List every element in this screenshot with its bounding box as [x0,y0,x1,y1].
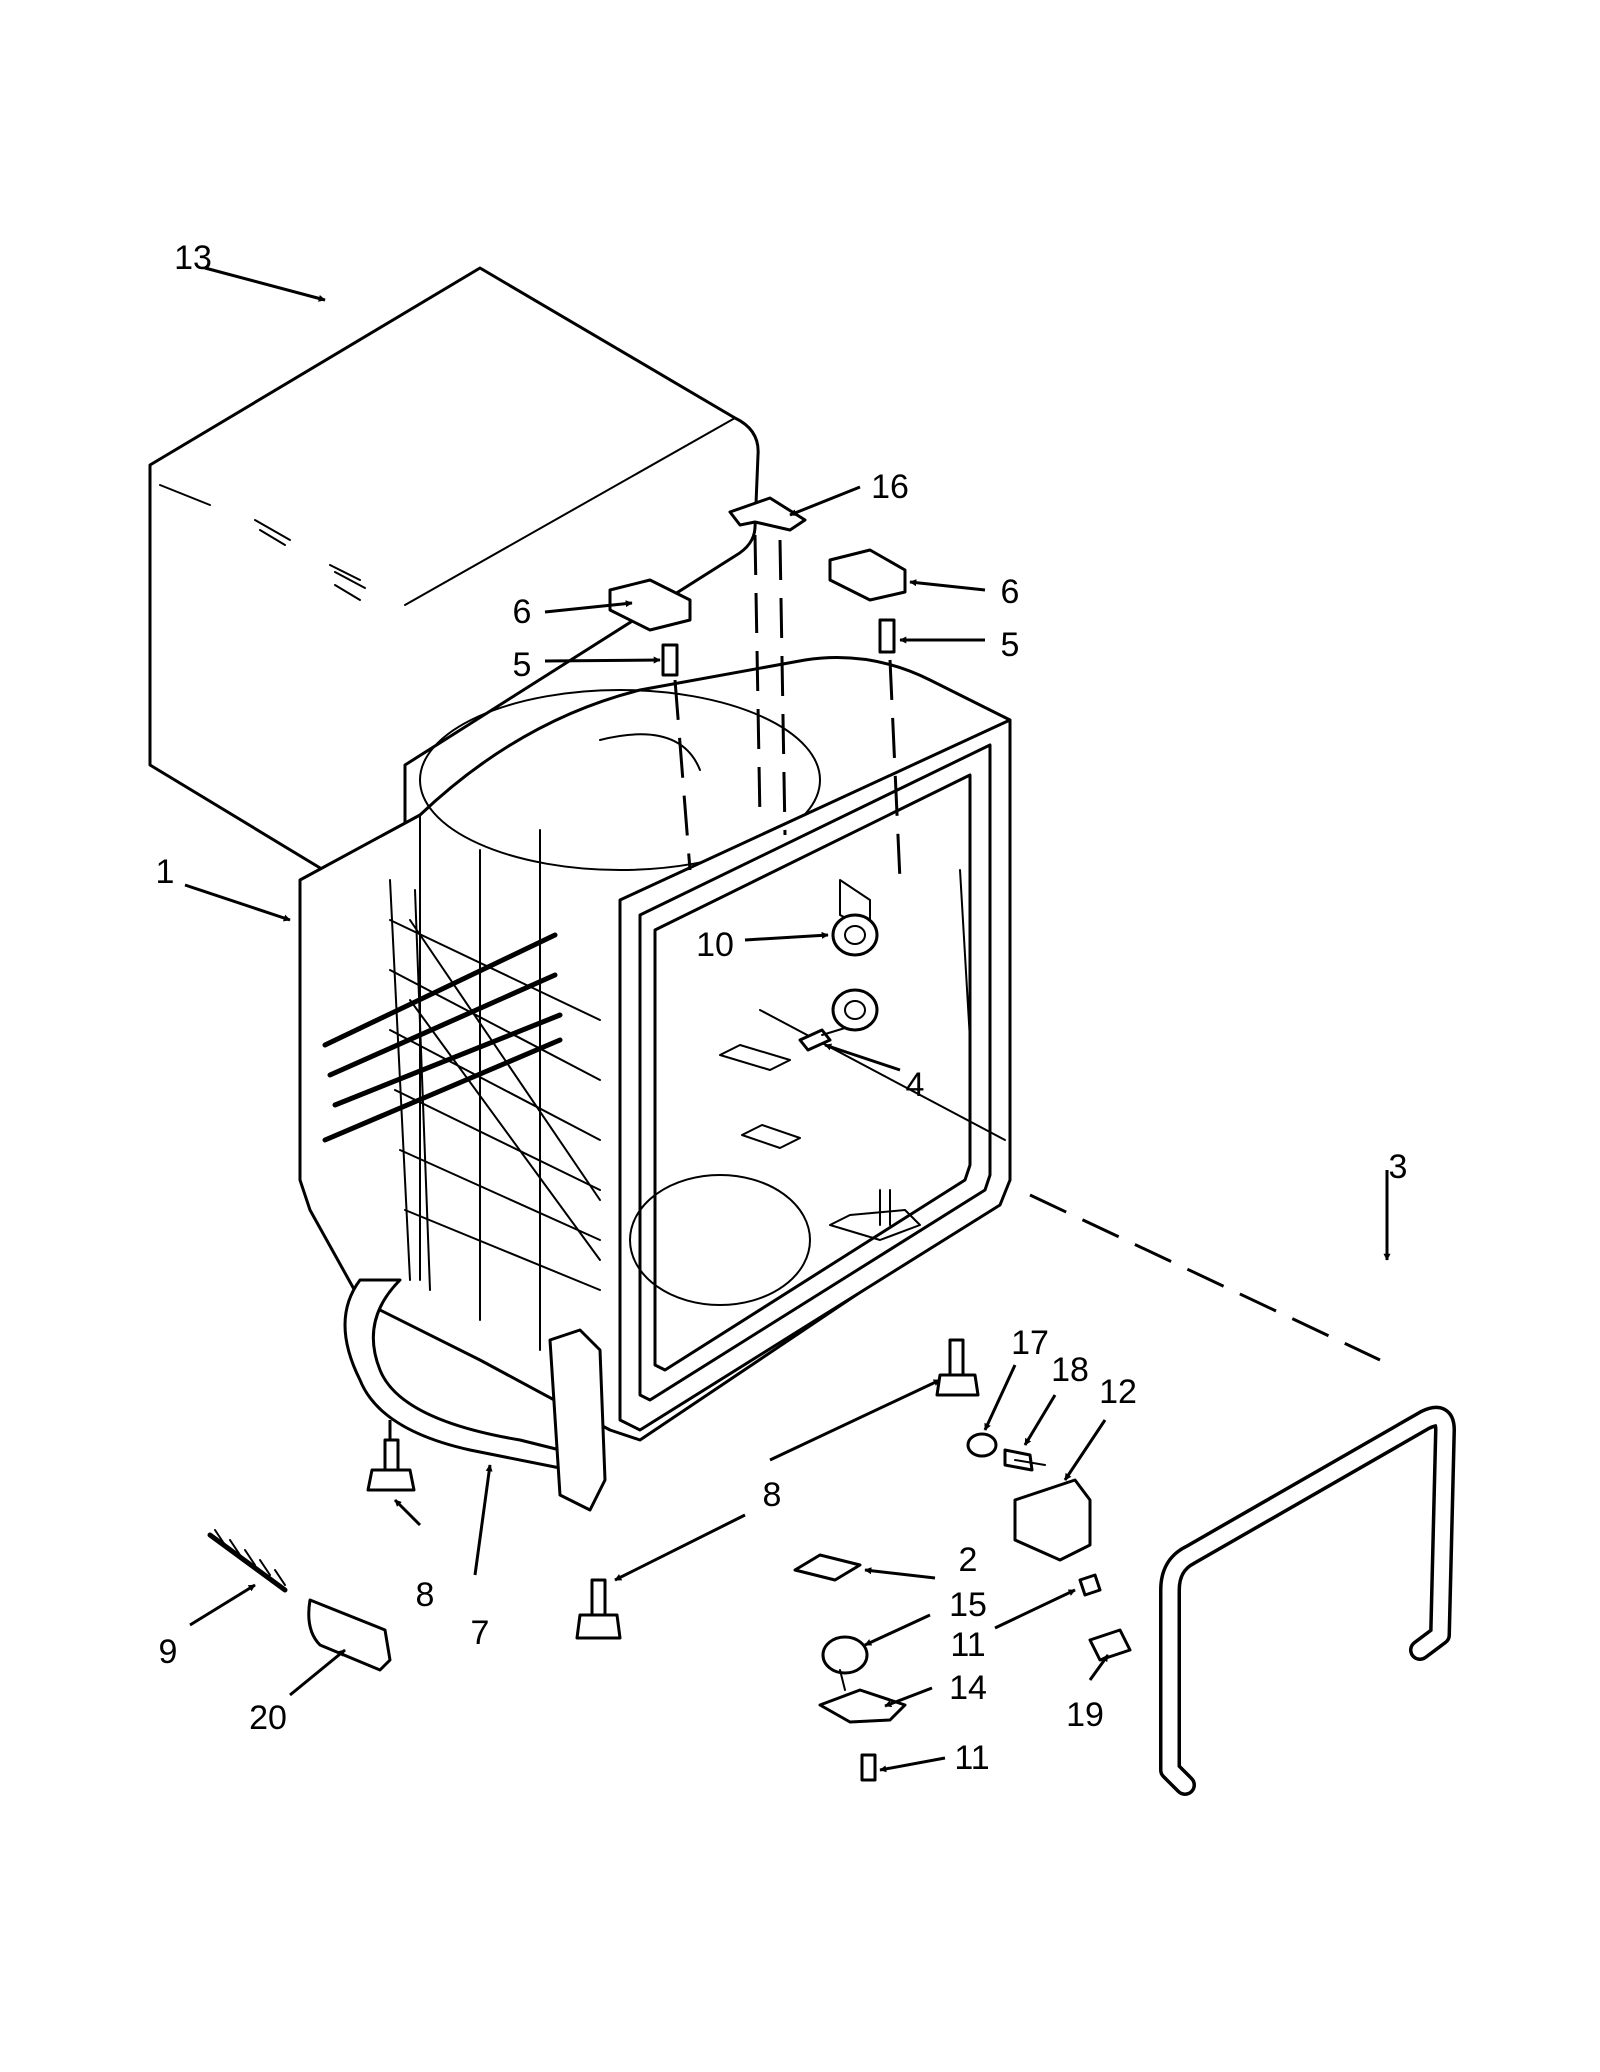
callout-16: 16 [871,468,909,506]
insulation-blanket [148,266,760,882]
rack-rail [322,879,601,1291]
callout-6-left: 6 [513,593,532,631]
clip-19 [1088,1628,1132,1662]
end-cap [307,1598,392,1672]
callout-12: 12 [1099,1373,1137,1411]
callout-11-lower: 11 [954,1739,989,1777]
top-clip [728,496,807,532]
thermostat-bracket [818,1688,907,1724]
bolt [1003,1448,1046,1472]
roller-screw [798,1027,846,1052]
screw-11-upper [1078,1573,1102,1597]
callout-9: 9 [159,1633,178,1671]
callout-2: 2 [959,1541,978,1579]
callout-18: 18 [1051,1351,1089,1389]
callout-6-right: 6 [1001,573,1020,611]
thermostat [821,1635,869,1691]
leveling-leg-3 [935,1338,980,1397]
leveling-leg-1 [366,1438,416,1492]
callout-3: 3 [1389,1148,1408,1186]
mounting-bracket-left [608,578,692,632]
drain-hose [343,1278,607,1512]
door-gasket [1159,1405,1456,1796]
bracket-screw-right [878,618,896,654]
callout-8-center: 8 [763,1476,782,1514]
callout-7: 7 [471,1614,490,1652]
callout-15: 15 [949,1586,987,1624]
callout-10: 10 [696,926,734,964]
callout-8-left: 8 [416,1576,435,1614]
bracket-screw-left [661,643,679,677]
callout-14: 14 [949,1669,987,1707]
callout-5-left: 5 [513,646,532,684]
leveling-leg-2 [575,1578,622,1640]
spring [207,1529,288,1593]
callout-1: 1 [156,853,175,891]
callout-4: 4 [906,1066,925,1104]
side-bracket [1013,1478,1092,1562]
callout-13: 13 [174,239,212,277]
rack-rollers [831,913,879,1032]
leader-lines [184,266,1391,1773]
nut [966,1432,998,1458]
callouts: 13 16 6 5 6 5 1 10 4 3 17 18 12 8 8 7 2 … [156,239,1408,1777]
pad [793,1553,862,1582]
callout-20: 20 [249,1699,287,1737]
mounting-bracket-right [828,548,907,602]
callout-5-right: 5 [1001,626,1020,664]
screw-11-lower [860,1753,877,1782]
callout-11-upper: 11 [950,1626,985,1664]
tub-front-frame [618,718,1012,1432]
alignment-lines [388,534,1381,1450]
callout-19: 19 [1066,1696,1104,1734]
callout-17: 17 [1011,1324,1049,1362]
